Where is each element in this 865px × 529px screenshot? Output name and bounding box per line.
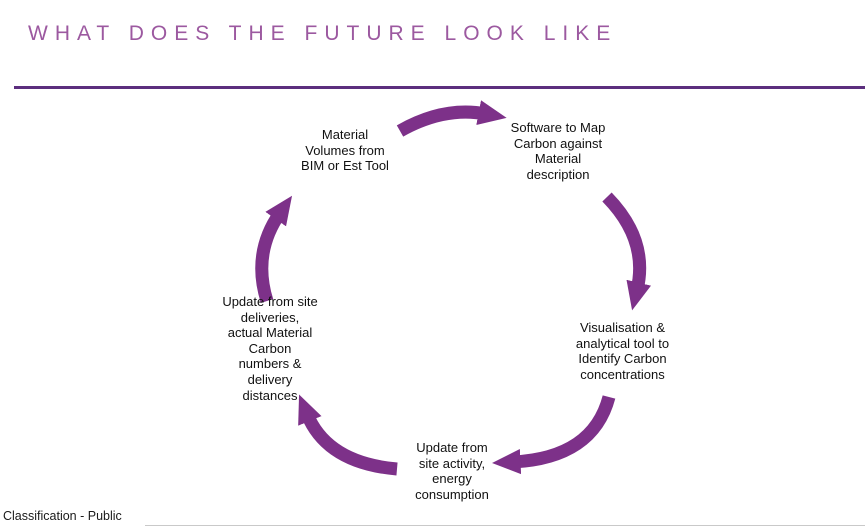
node-visualisation-tool: Visualisation & analytical tool to Ident… bbox=[575, 320, 670, 382]
node-software-map-carbon: Software to Map Carbon against Material … bbox=[510, 120, 606, 182]
title-divider bbox=[14, 86, 865, 89]
arrow-deliveries-to-material bbox=[255, 195, 293, 303]
node-site-activity: Update from site activity, energy consum… bbox=[415, 440, 489, 502]
arrow-software-to-visualisation bbox=[602, 192, 652, 311]
node-material-volumes: Material Volumes from BIM or Est Tool bbox=[301, 127, 389, 174]
slide-title: WHAT DOES THE FUTURE LOOK LIKE bbox=[28, 22, 618, 45]
bottom-divider bbox=[145, 525, 865, 526]
classification-footer: Classification - Public bbox=[3, 509, 122, 523]
arrow-visualisation-to-activity bbox=[492, 395, 616, 475]
arrow-activity-to-deliveries bbox=[298, 394, 398, 476]
node-site-deliveries: Update from site deliveries, actual Mate… bbox=[222, 294, 318, 403]
